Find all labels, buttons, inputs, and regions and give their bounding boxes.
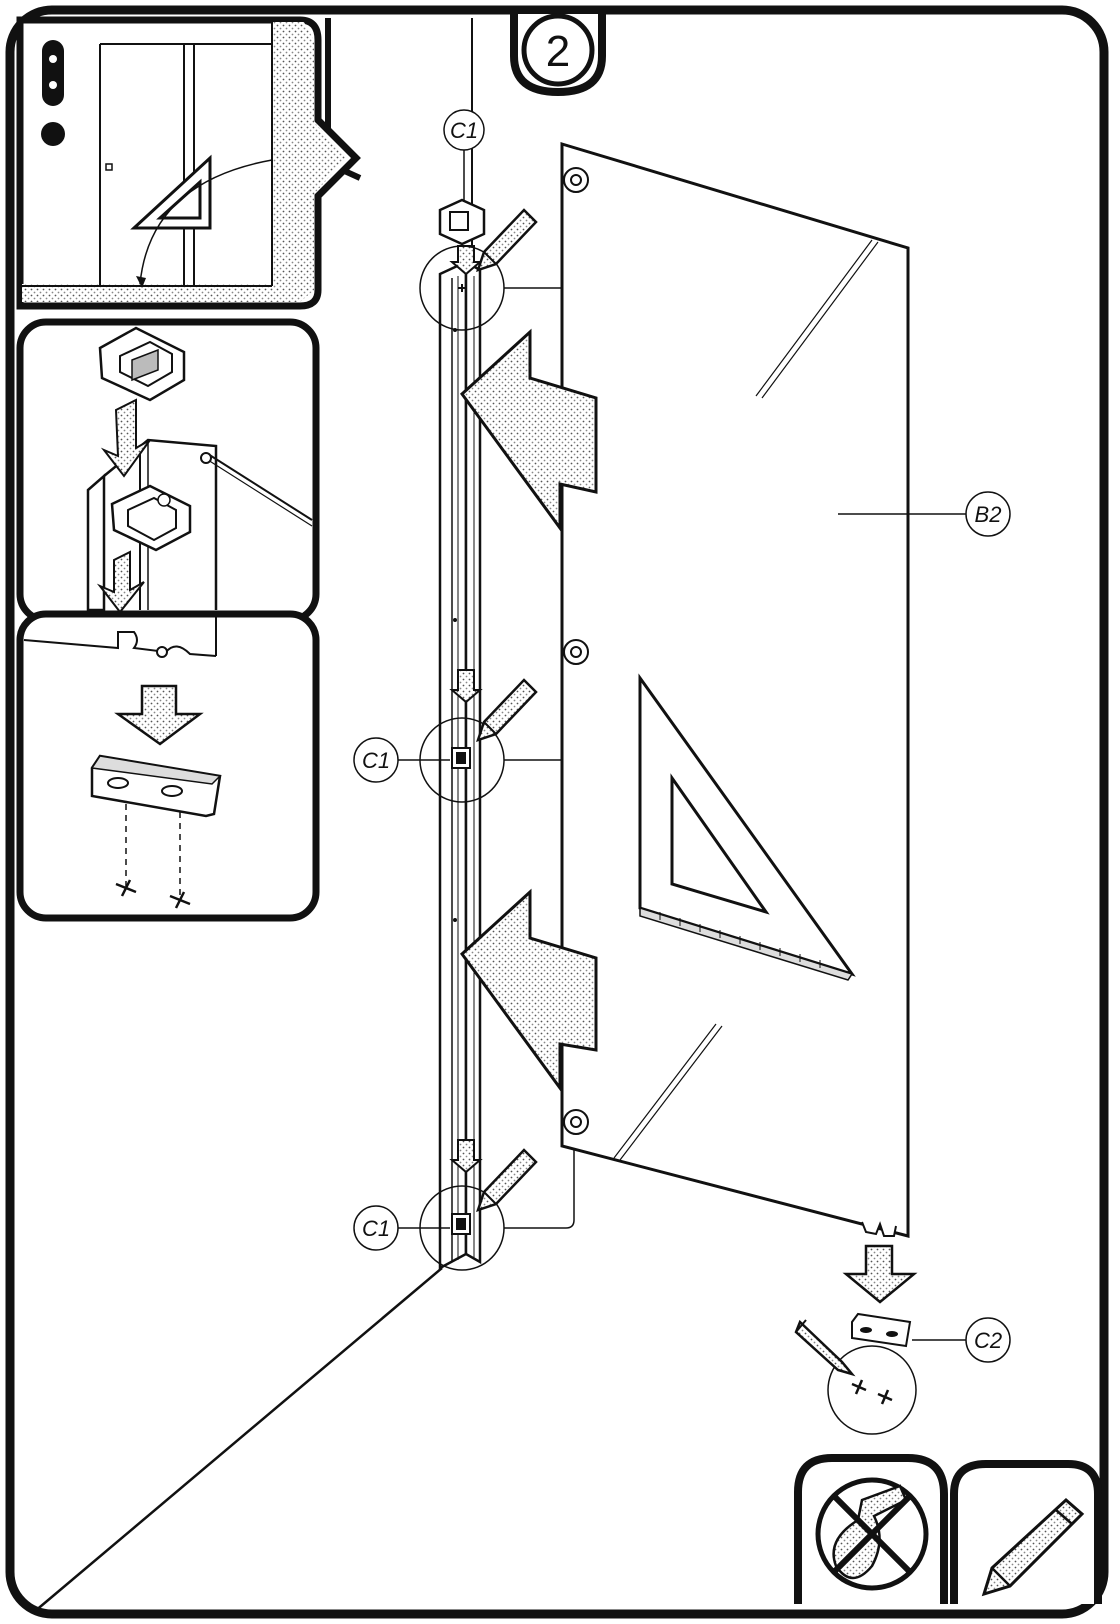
- callout-c2: C2: [974, 1328, 1002, 1353]
- floor-bracket-c2: C2: [794, 1244, 1011, 1435]
- marker-dot-icon: [41, 122, 65, 146]
- down-arrow: [842, 1244, 918, 1304]
- callout-c1-bottom: C1: [362, 1216, 390, 1241]
- no-drill-box: [794, 1454, 948, 1604]
- pencil-icon: [476, 1148, 538, 1212]
- inset-floor-bracket-frame: [16, 610, 320, 922]
- pencil-box: [950, 1460, 1102, 1604]
- mark-point-bottom: C1: [353, 1130, 575, 1271]
- set-square-icon: [638, 673, 856, 981]
- clip-c1-top: C1: [438, 109, 486, 276]
- no-drill-icon: [815, 1477, 929, 1591]
- inset-wall-texture: [22, 22, 346, 302]
- step-badge: 2: [510, 13, 606, 97]
- mark-point-middle: C1: [353, 668, 575, 803]
- inset-clip-detail: [16, 318, 320, 624]
- pencil-icon: [794, 1319, 856, 1377]
- callout-c1-middle: C1: [362, 748, 390, 773]
- push-arrow-lower: [459, 888, 598, 1093]
- step-number: 2: [546, 27, 570, 76]
- pencil-icon: [981, 1497, 1085, 1597]
- pencil-icon: [476, 208, 538, 272]
- push-arrow-upper: [459, 328, 598, 533]
- floor-corner-line: [33, 1267, 443, 1613]
- level-bubble-icon: [42, 40, 64, 106]
- pencil-icon: [476, 678, 538, 742]
- inset-wall-check: [16, 16, 361, 310]
- inset-floor-bracket: [16, 610, 320, 922]
- callout-c1-top: C1: [450, 118, 478, 143]
- callout-b2: B2: [975, 502, 1002, 527]
